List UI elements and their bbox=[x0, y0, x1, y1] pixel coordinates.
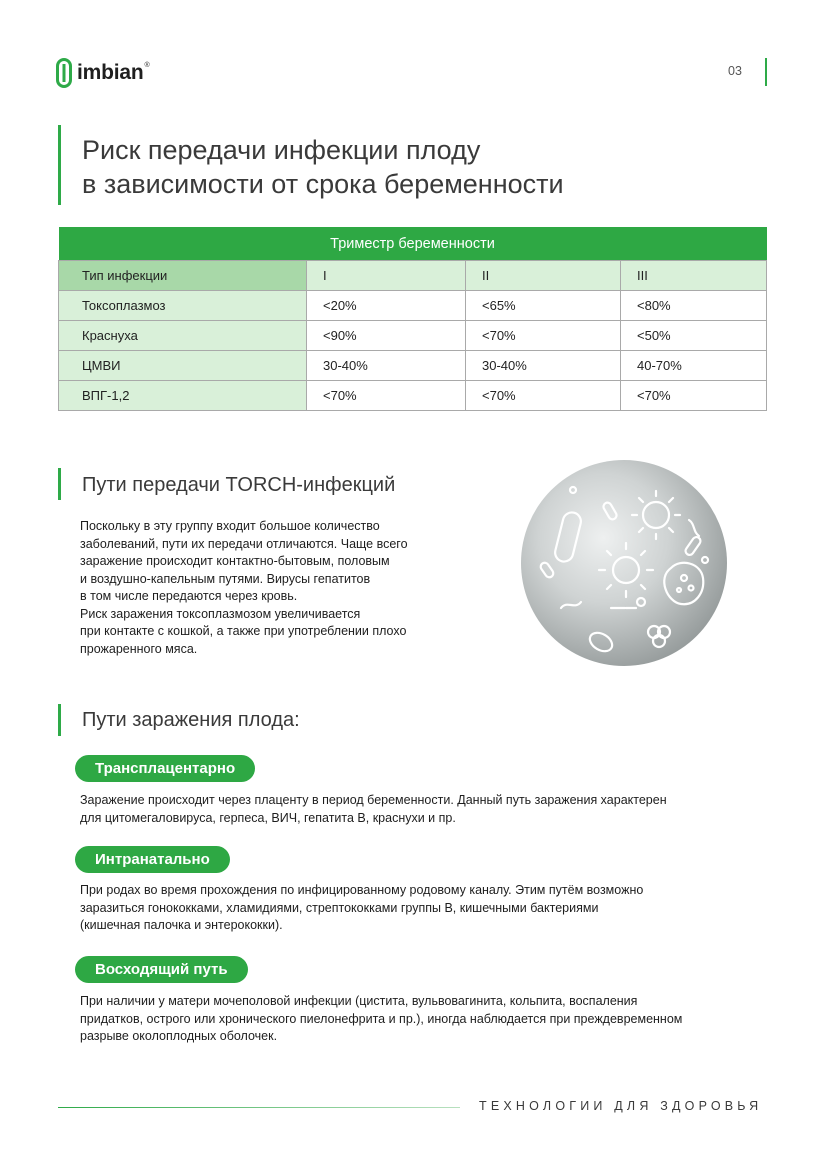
table-cell: 40-70% bbox=[620, 350, 767, 381]
column-header: III bbox=[620, 260, 767, 291]
section-accent-bar bbox=[58, 704, 61, 736]
logo-text: imbian bbox=[77, 61, 144, 84]
table-cell: Токсоплазмоз bbox=[58, 290, 307, 321]
table-cell: <70% bbox=[465, 320, 621, 351]
text-line: Заражение происходит через плаценту в пе… bbox=[80, 793, 667, 807]
route-pill-transplacental: Трансплацентарно bbox=[75, 755, 256, 782]
text-line: при контакте с кошкой, а также при употр… bbox=[80, 624, 407, 638]
text-line: При родах во время прохождения по инфици… bbox=[80, 883, 644, 897]
text-line: При наличии у матери мочеполовой инфекци… bbox=[80, 994, 638, 1008]
page-number: 03 bbox=[728, 64, 742, 78]
page-title: Риск передачи инфекции плоду в зависимос… bbox=[82, 133, 564, 201]
text-line: заболеваний, пути их передачи отличаются… bbox=[80, 536, 408, 551]
table-cell: 30-40% bbox=[306, 350, 466, 381]
table-cell: ЦМВИ bbox=[58, 350, 307, 381]
table-row: ЦМВИ 30-40% 30-40% 40-70% bbox=[58, 350, 767, 381]
footer-line bbox=[58, 1107, 460, 1108]
text-line: Поскольку в эту группу входит большое ко… bbox=[80, 519, 380, 533]
text-line: придатков, острого или хронического пиел… bbox=[80, 1011, 683, 1026]
text-line: прожаренного мяса. bbox=[80, 641, 198, 656]
page-title-line: Риск передачи инфекции плоду bbox=[82, 135, 481, 165]
text-line: и воздушно-капельным путями. Вирусы гепа… bbox=[80, 571, 371, 586]
table-row: Краснуха <90% <70% <50% bbox=[58, 320, 767, 351]
footer-tagline: ТЕХНОЛОГИИ ДЛЯ ЗДОРОВЬЯ bbox=[479, 1099, 763, 1113]
table-cell: <80% bbox=[620, 290, 767, 321]
text-line: в том числе передаются через кровь. bbox=[80, 589, 298, 603]
table-cell: <20% bbox=[306, 290, 466, 321]
section-accent-bar bbox=[58, 468, 61, 500]
text-line: разрыве околоплодных оболочек. bbox=[80, 1029, 278, 1043]
text-line: для цитомегаловируса, герпеса, ВИЧ, гепа… bbox=[80, 810, 456, 825]
table-cell: <70% bbox=[620, 380, 767, 411]
microbes-illustration bbox=[521, 460, 727, 666]
table-cell: <70% bbox=[306, 380, 466, 411]
route-pill-ascending: Восходящий путь bbox=[75, 956, 248, 983]
table-cell: <50% bbox=[620, 320, 767, 351]
text-line: Риск заражения токсоплазмозом увеличивае… bbox=[80, 606, 361, 621]
page-title-line: в зависимости от срока беременности bbox=[82, 169, 564, 199]
text-line: заражение происходит контактно-бытовым, … bbox=[80, 554, 390, 568]
table-row: Токсоплазмоз <20% <65% <80% bbox=[58, 290, 767, 321]
column-header: I bbox=[306, 260, 466, 291]
logo-registered-mark: ® bbox=[144, 61, 150, 69]
section-title-routes: Пути заражения плода: bbox=[82, 709, 300, 731]
route-description: При родах во время прохождения по инфици… bbox=[80, 882, 643, 935]
route-pill-intranatal: Интранатально bbox=[75, 846, 230, 873]
table-cell: <65% bbox=[465, 290, 621, 321]
text-line: (кишечная палочка и энтерококки). bbox=[80, 918, 283, 932]
table-cell: Краснуха bbox=[58, 320, 307, 351]
table-cell: 30-40% bbox=[465, 350, 621, 381]
table-row: ВПГ-1,2 <70% <70% <70% bbox=[58, 380, 767, 411]
table-cell: <90% bbox=[306, 320, 466, 351]
title-accent-bar bbox=[58, 125, 61, 205]
column-header: Тип инфекции bbox=[58, 260, 307, 291]
page-number-divider bbox=[765, 58, 767, 86]
text-line: заразиться гонококками, хламидиями, стре… bbox=[80, 900, 599, 915]
infection-risk-table: Триместр беременности Тип инфекции I II … bbox=[58, 227, 767, 411]
route-description: При наличии у матери мочеполовой инфекци… bbox=[80, 993, 682, 1046]
column-header: II bbox=[465, 260, 621, 291]
logo: imbian ® bbox=[56, 58, 150, 88]
imbian-logo-icon bbox=[56, 58, 72, 88]
table-cell: <70% bbox=[465, 380, 621, 411]
route-description: Заражение происходит через плаценту в пе… bbox=[80, 792, 667, 827]
table-cell: ВПГ-1,2 bbox=[58, 380, 307, 411]
torch-paragraph: Поскольку в эту группу входит большое ко… bbox=[80, 518, 408, 658]
table-header-row: Тип инфекции I II III bbox=[58, 260, 767, 291]
table-caption: Триместр беременности bbox=[58, 227, 767, 261]
section-title-torch: Пути передачи TORCH-инфекций bbox=[82, 474, 396, 496]
